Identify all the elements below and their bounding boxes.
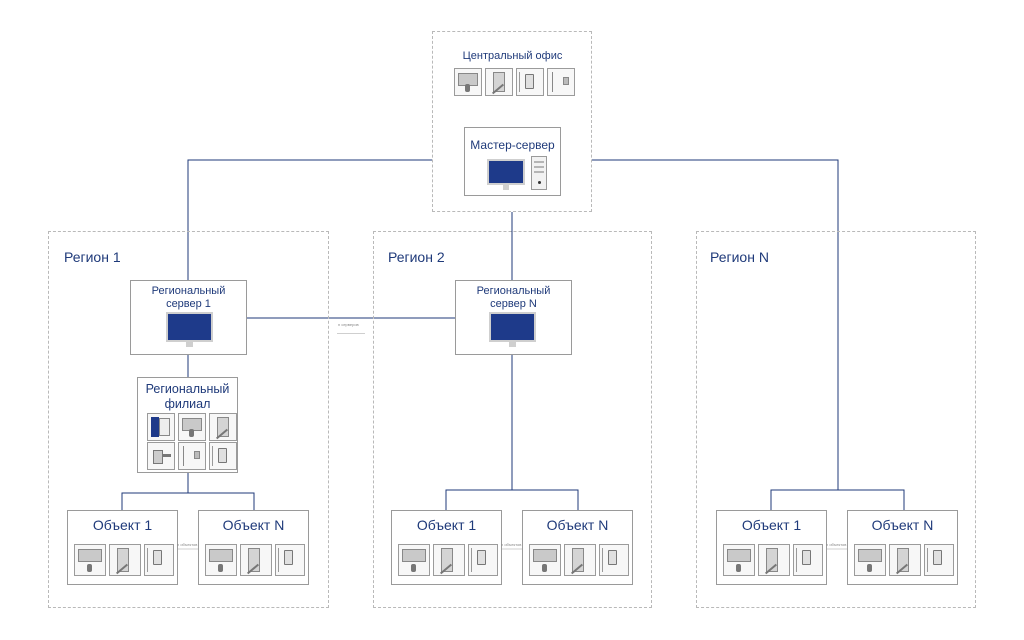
card-reader-icon xyxy=(793,544,823,576)
region-1-area: Регион 1 xyxy=(48,231,329,608)
master-server-title: Мастер-сервер xyxy=(470,138,555,152)
regional-branch-equipment-row2 xyxy=(147,442,237,470)
object-n-title: Объект N xyxy=(222,517,285,533)
monitor-icon xyxy=(74,544,106,576)
master-server-box: Мастер-сервер xyxy=(464,127,561,196)
link-rN-objects-bus xyxy=(770,489,905,510)
region-2-object-1-box: Объект 1 xyxy=(391,510,502,585)
monitor-icon xyxy=(854,544,886,576)
regional-branch-box: Региональный филиал xyxy=(137,377,238,473)
door-turnstile-icon xyxy=(209,413,237,441)
server-tower-icon xyxy=(531,156,547,190)
central-office-title: Центральный офис xyxy=(462,50,563,62)
regional-branch-equipment-row1 xyxy=(147,413,237,441)
card-reader-icon xyxy=(468,544,498,576)
link-master-regionN xyxy=(592,159,839,490)
door-turnstile-icon xyxy=(564,544,596,576)
control-panel-icon xyxy=(547,68,575,96)
door-turnstile-icon xyxy=(889,544,921,576)
regional-server-n-title: Региональный сервер N xyxy=(476,285,551,310)
regional-server-n-box: Региональный сервер N xyxy=(455,280,572,355)
server-tower-icon xyxy=(147,413,175,441)
door-turnstile-icon xyxy=(433,544,465,576)
region-n-object-n-box: Объект N xyxy=(847,510,958,585)
door-turnstile-icon xyxy=(109,544,141,576)
region-2-object-n-box: Объект N xyxy=(522,510,633,585)
servers-count-note: n серверов xyxy=(338,322,359,327)
door-turnstile-icon xyxy=(240,544,272,576)
region-2-area: Регион 2 xyxy=(373,231,652,608)
region-1-title: Регион 1 xyxy=(64,249,121,265)
object-1-title: Объект 1 xyxy=(741,517,802,533)
monitor-icon xyxy=(205,544,237,576)
monitor-icon xyxy=(178,413,206,441)
monitor-icon xyxy=(398,544,430,576)
card-reader-icon xyxy=(275,544,305,576)
door-turnstile-icon xyxy=(485,68,513,96)
region-n-object-1-box: Объект 1 xyxy=(716,510,827,585)
region-1-objects-note: n объектов xyxy=(177,542,198,547)
link-r2-objects-bus xyxy=(445,489,579,510)
object-n-title: Объект N xyxy=(871,517,934,533)
region-n-objects-note: n объектов xyxy=(826,542,847,547)
object-1-title: Объект 1 xyxy=(416,517,477,533)
regional-server-1-box: Региональный сервер 1 xyxy=(130,280,247,355)
monitor-icon xyxy=(723,544,755,576)
regional-branch-title: Региональный филиал xyxy=(145,382,230,411)
regional-server-1-title: Региональный сервер 1 xyxy=(151,285,226,310)
region-2-title: Регион 2 xyxy=(388,249,445,265)
region-n-area: Регион N xyxy=(696,231,976,608)
central-office-area xyxy=(432,31,592,212)
monitor-icon xyxy=(454,68,482,96)
link-master-region1 xyxy=(187,159,432,280)
lock-icon xyxy=(147,442,175,470)
monitor-icon xyxy=(529,544,561,576)
object-1-title: Объект 1 xyxy=(92,517,153,533)
region-1-object-1-box: Объект 1 xyxy=(67,510,178,585)
card-reader-icon xyxy=(599,544,629,576)
card-reader-icon xyxy=(144,544,174,576)
region-1-object-n-box: Объект N xyxy=(198,510,309,585)
control-panel-icon xyxy=(178,442,206,470)
region-2-objects-note: n объектов xyxy=(501,542,522,547)
card-reader-icon xyxy=(924,544,954,576)
door-turnstile-icon xyxy=(758,544,790,576)
central-office-equipment xyxy=(454,68,575,96)
region-n-title: Регион N xyxy=(710,249,769,265)
object-n-title: Объект N xyxy=(546,517,609,533)
card-reader-icon xyxy=(516,68,544,96)
card-reader-icon xyxy=(209,442,237,470)
link-r1-objects-bus xyxy=(121,492,255,510)
